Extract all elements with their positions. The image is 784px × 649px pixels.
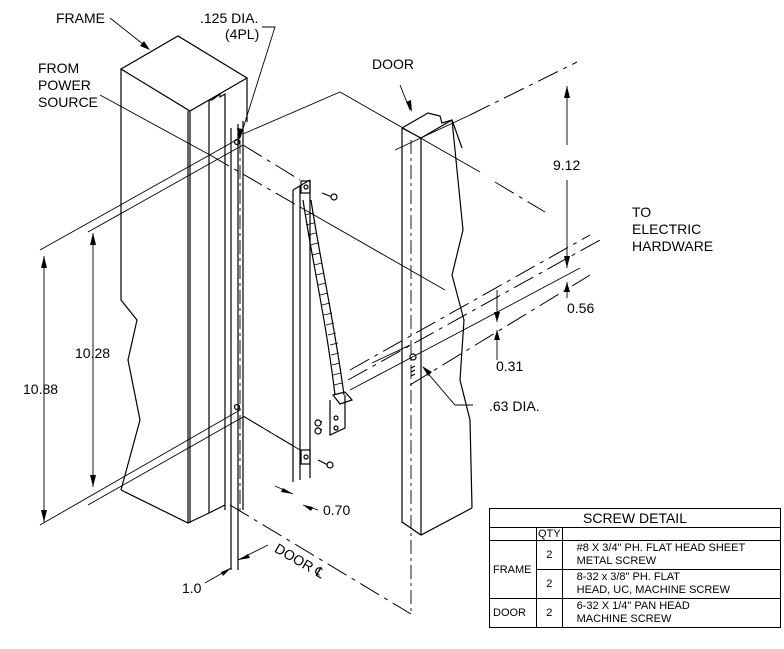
to-electric-hardware-line: HARDWARE — [632, 238, 714, 254]
hole-diameter-label: .125 DIA. — [200, 10, 259, 26]
group-cell: FRAME — [489, 540, 537, 599]
dim-hardware-offset: 0.56 — [567, 300, 595, 316]
description-line: HEAD, UC, MACHINE SCREW — [576, 584, 731, 596]
description-line: 8-32 x 3/8" PH. FLAT — [576, 571, 680, 583]
description-cell: 8-32 x 3/8" PH. FLAT HEAD, UC, MACHINE S… — [561, 569, 782, 599]
qty-cell: 2 — [536, 540, 563, 570]
from-power-source-line: POWER — [38, 77, 91, 93]
door-extension-lines — [229, 61, 601, 615]
table-row: 2 8-32 x 3/8" PH. FLAT HEAD, UC, MACHINE… — [490, 569, 782, 599]
leader-lines — [109, 17, 473, 406]
qty-header: QTY — [536, 527, 563, 541]
header-blank — [489, 527, 537, 541]
door-edge — [401, 112, 473, 615]
description-line: #8 X 3/4" PH. FLAT HEAD SHEET — [576, 542, 746, 554]
screws — [314, 192, 338, 469]
description-line: METAL SCREW — [576, 555, 657, 567]
qty-cell: 2 — [536, 569, 563, 599]
from-power-source-line: SOURCE — [38, 94, 98, 110]
to-electric-hardware-line: ELECTRIC — [632, 221, 702, 237]
description-line: MACHINE SCREW — [576, 613, 672, 625]
conduit-diameter-label: .63 DIA. — [489, 398, 540, 414]
table-row: FRAME 2 #8 X 3/4" PH. FLAT HEAD SHEET ME… — [489, 540, 782, 599]
hole-count-label: (4PL) — [225, 26, 260, 42]
to-electric-hardware-line: TO — [632, 204, 652, 220]
from-power-source-line: FROM — [38, 60, 80, 76]
dim-frame-height-outer: 10.88 — [23, 381, 59, 397]
description-cell: #8 X 3/4" PH. FLAT HEAD SHEET METAL SCRE… — [561, 540, 782, 570]
dim-bracket-width: 0.70 — [323, 502, 351, 518]
frame-label: FRAME — [56, 10, 105, 26]
header-blank — [561, 527, 782, 541]
power-transfer-bracket — [292, 179, 354, 482]
door-label: DOOR — [372, 56, 414, 72]
screw-detail-table: SCREW DETAIL QTY FRAME 2 #8 X 3/4" PH. F… — [489, 508, 782, 628]
description-line: 6-32 X 1/4" PAN HEAD — [576, 600, 690, 612]
screw-detail-title: SCREW DETAIL — [489, 508, 781, 528]
dim-conduit-offset: 0.31 — [496, 358, 524, 374]
dimension-lines — [41, 86, 570, 584]
table-row: DOOR 2 6-32 X 1/4" PAN HEAD MACHINE SCRE… — [489, 598, 782, 628]
description-cell: 6-32 X 1/4" PAN HEAD MACHINE SCREW — [561, 598, 782, 628]
dim-frame-offset: 1.0 — [182, 580, 202, 596]
conduit-coils — [304, 212, 343, 386]
dim-frame-height-inner: 10.28 — [75, 345, 111, 361]
screw-detail-header-row: QTY — [489, 527, 782, 541]
frame-jamb — [119, 35, 249, 570]
qty-cell: 2 — [536, 598, 563, 628]
dim-door-top-offset: 9.12 — [553, 157, 581, 173]
group-cell: DOOR — [489, 598, 537, 628]
